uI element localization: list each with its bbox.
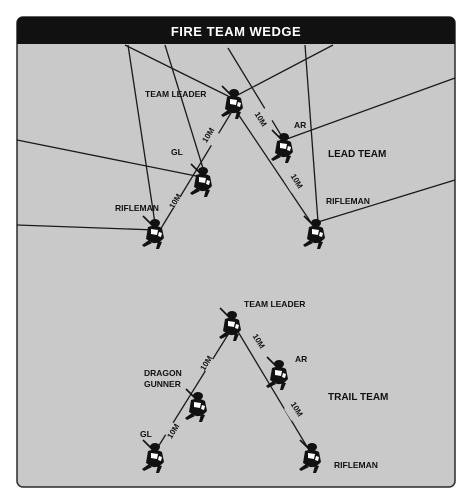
lead-rifleman-left-label: RIFLEMAN (115, 203, 159, 213)
diagram-title: FIRE TEAM WEDGE (171, 24, 301, 39)
diagram-background (16, 16, 456, 488)
trail-team-distances: 10M 10M 10M 10M (159, 329, 311, 443)
lead-ar-label: AR (294, 120, 306, 130)
lead-team-leader-label: TEAM LEADER (145, 89, 206, 99)
trail-dragon-label-line1: DRAGON (144, 368, 182, 378)
trail-dragon-label-line2: GUNNER (144, 379, 181, 389)
lead-rifleman-right-label: RIFLEMAN (326, 196, 370, 206)
lead-gl-label: GL (171, 147, 183, 157)
trail-rifleman-label: RIFLEMAN (334, 460, 378, 470)
trail-gl-label: GL (140, 429, 152, 439)
trail-team-leader-label: TEAM LEADER (244, 299, 305, 309)
lead-team-name: LEAD TEAM (328, 149, 386, 160)
lead-team-distances: 10M 10M 10M 10M (161, 107, 311, 213)
sector-of-fire-lines (16, 44, 456, 231)
trail-ar-label: AR (295, 354, 307, 364)
title-bar (17, 17, 455, 44)
trail-team-name: TRAIL TEAM (328, 392, 388, 403)
